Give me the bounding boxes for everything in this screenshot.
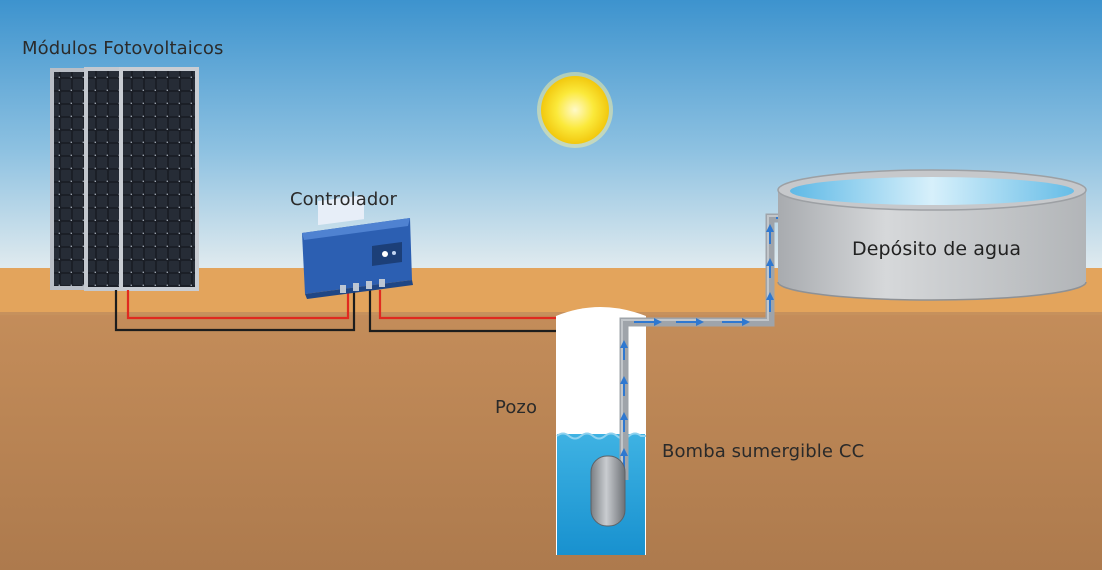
water-tank [777,169,1087,301]
pump-label: Bomba sumergible CC [662,441,865,462]
tank-label: Depósito de agua [852,238,1022,260]
submersible-pump [590,455,626,527]
well-label: Pozo [495,397,538,418]
pipe-highlight [621,215,790,480]
underground-soil [0,312,1102,570]
panel-wires [114,290,356,332]
solar-panels [50,67,199,291]
sun-icon [537,72,613,148]
panel-wire-positive [126,290,350,320]
solar-panel [50,68,90,290]
controller-box [302,195,413,299]
panel-wire-negative [114,290,356,332]
controller-label: Controlador [290,189,398,210]
solar-panel [119,67,199,291]
panels-label: Módulos Fotovoltaicos [22,38,224,59]
